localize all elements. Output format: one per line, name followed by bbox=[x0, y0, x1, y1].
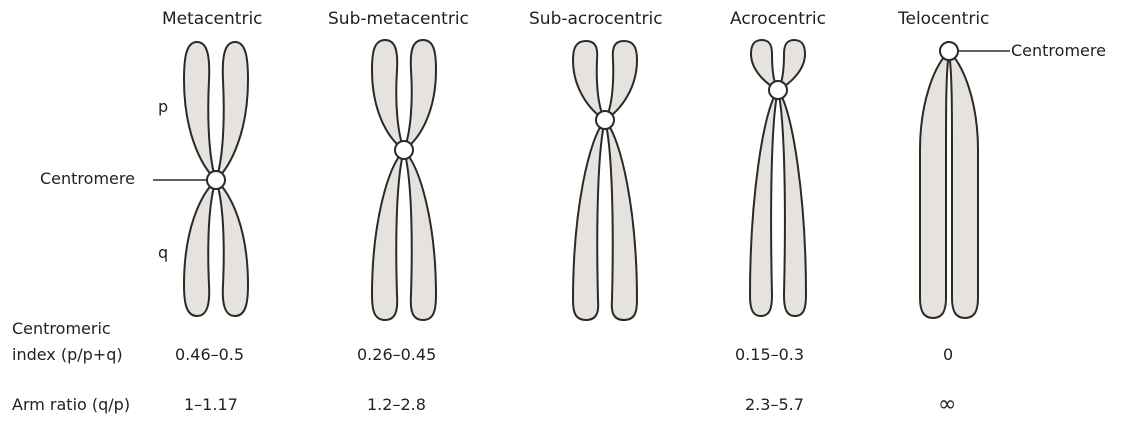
arm-ratio-telocentric: ∞ bbox=[938, 392, 956, 417]
arm-ratio-metacentric: 1–1.17 bbox=[184, 395, 238, 414]
chromatid-left bbox=[372, 40, 404, 320]
chromosome-acrocentric bbox=[750, 40, 806, 316]
type-label-sub-acrocentric: Sub-acrocentric bbox=[529, 9, 663, 29]
chromosome-telocentric bbox=[920, 42, 978, 318]
centromere bbox=[940, 42, 958, 60]
chromosome-sub-acrocentric bbox=[573, 41, 637, 320]
centromere-callout-left: Centromere bbox=[40, 169, 135, 188]
centromeric-index-telocentric: 0 bbox=[943, 345, 953, 364]
centromeric-index-metacentric: 0.46–0.5 bbox=[175, 345, 244, 364]
centromeric-index-acrocentric: 0.15–0.3 bbox=[735, 345, 804, 364]
type-label-sub-metacentric: Sub-metacentric bbox=[328, 9, 469, 29]
row-label-centromeric-index-line2: index (p/p+q) bbox=[12, 345, 123, 364]
row-label-centromeric-index-line1: Centromeric bbox=[12, 319, 111, 338]
chromatid-left bbox=[573, 41, 605, 320]
chromatid-right bbox=[949, 52, 978, 318]
centromere bbox=[596, 111, 614, 129]
centromere bbox=[769, 81, 787, 99]
arm-ratio-acrocentric: 2.3–5.7 bbox=[745, 395, 804, 414]
chromosome-sub-metacentric bbox=[372, 40, 436, 320]
arm-ratio-sub-metacentric: 1.2–2.8 bbox=[367, 395, 426, 414]
centromeric-index-sub-metacentric: 0.26–0.45 bbox=[357, 345, 436, 364]
chromatid-left bbox=[920, 52, 949, 318]
centromere bbox=[207, 171, 225, 189]
chromosome-metacentric bbox=[184, 42, 248, 316]
type-label-metacentric: Metacentric bbox=[162, 9, 263, 29]
centromere bbox=[395, 141, 413, 159]
arm-label-p: p bbox=[158, 97, 168, 116]
centromere-callout-right: Centromere bbox=[1011, 41, 1106, 60]
row-label-arm-ratio: Arm ratio (q/p) bbox=[12, 395, 130, 414]
arm-label-q: q bbox=[158, 243, 168, 262]
chromatid-right bbox=[605, 41, 637, 320]
type-label-acrocentric: Acrocentric bbox=[730, 9, 826, 29]
chromatid-right bbox=[404, 40, 436, 320]
type-label-telocentric: Telocentric bbox=[897, 9, 989, 29]
